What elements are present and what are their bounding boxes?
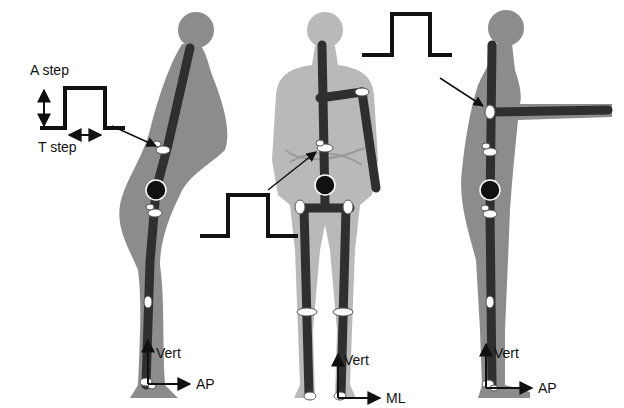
middle-markers <box>295 88 369 400</box>
middle-silhouette <box>272 12 378 398</box>
middle-segments <box>300 45 376 395</box>
axis-label: AP <box>196 376 215 392</box>
amplitude-arrow <box>43 90 45 126</box>
duration-label: T step <box>38 139 77 155</box>
axis-arrow <box>337 354 339 398</box>
leader-line <box>268 152 316 190</box>
axis-arrow <box>148 383 190 385</box>
axis-arrow <box>338 397 380 399</box>
leader-line <box>112 126 156 146</box>
right-segments <box>490 45 608 385</box>
leader-line <box>440 78 483 106</box>
step-signal <box>362 14 452 55</box>
axis-arrow <box>486 387 532 389</box>
axis-label: Vert <box>156 345 181 361</box>
left-silhouette <box>119 12 227 398</box>
axis-label: Vert <box>494 345 519 361</box>
axis-arrow <box>147 340 149 384</box>
duration-arrow <box>69 134 101 136</box>
left-segments <box>146 48 190 385</box>
amplitude-label: A step <box>30 62 69 78</box>
step-signal <box>200 195 298 236</box>
axis-arrow <box>485 344 487 388</box>
step-signal <box>40 88 125 128</box>
right-silhouette <box>461 10 612 398</box>
axis-label: ML <box>386 390 405 406</box>
axis-label: AP <box>538 380 557 396</box>
axis-label: Vert <box>344 352 369 368</box>
